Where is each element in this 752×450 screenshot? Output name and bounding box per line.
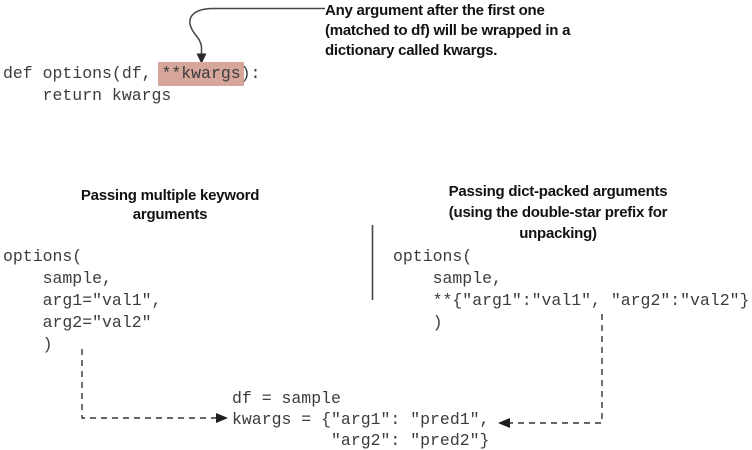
annotation-line: Any argument after the first one — [325, 2, 545, 19]
code-text: def options(df, — [3, 64, 162, 83]
right-example-code-block: options( sample, **{"arg1":"val1", "arg2… — [393, 247, 750, 332]
code-text: ): — [240, 64, 261, 83]
heading-line: unpacking) — [519, 225, 597, 242]
heading-line: Passing multiple keyword — [80, 187, 260, 204]
definition-code-block: def options(df, **kwargs): return kwargs — [3, 62, 261, 107]
result-code-block: df = sample kwargs = {"arg1": "pred1", "… — [232, 389, 490, 450]
annotation-arrow — [189, 7, 325, 64]
annotation-line: dictionary called kwargs. — [325, 42, 498, 59]
heading-line: (using the double-star prefix for — [448, 204, 668, 221]
right-dashed-arrow — [498, 314, 603, 428]
left-example-heading: Passing multiple keyword arguments — [40, 186, 300, 224]
heading-line: arguments — [132, 206, 208, 223]
kwargs-highlight: **kwargs — [158, 62, 244, 86]
code-text: return kwargs — [3, 86, 172, 105]
heading-line: Passing dict-packed arguments — [448, 183, 668, 200]
left-example-code-block: options( sample, arg1="val1", arg2="val2… — [3, 247, 162, 354]
annotation-line: (matched to df) will be wrapped in a — [325, 22, 571, 39]
annotation-text: Any argument after the first one (matche… — [325, 1, 570, 61]
left-dashed-arrow — [81, 349, 228, 423]
right-example-heading: Passing dict-packed arguments (using the… — [428, 181, 688, 244]
